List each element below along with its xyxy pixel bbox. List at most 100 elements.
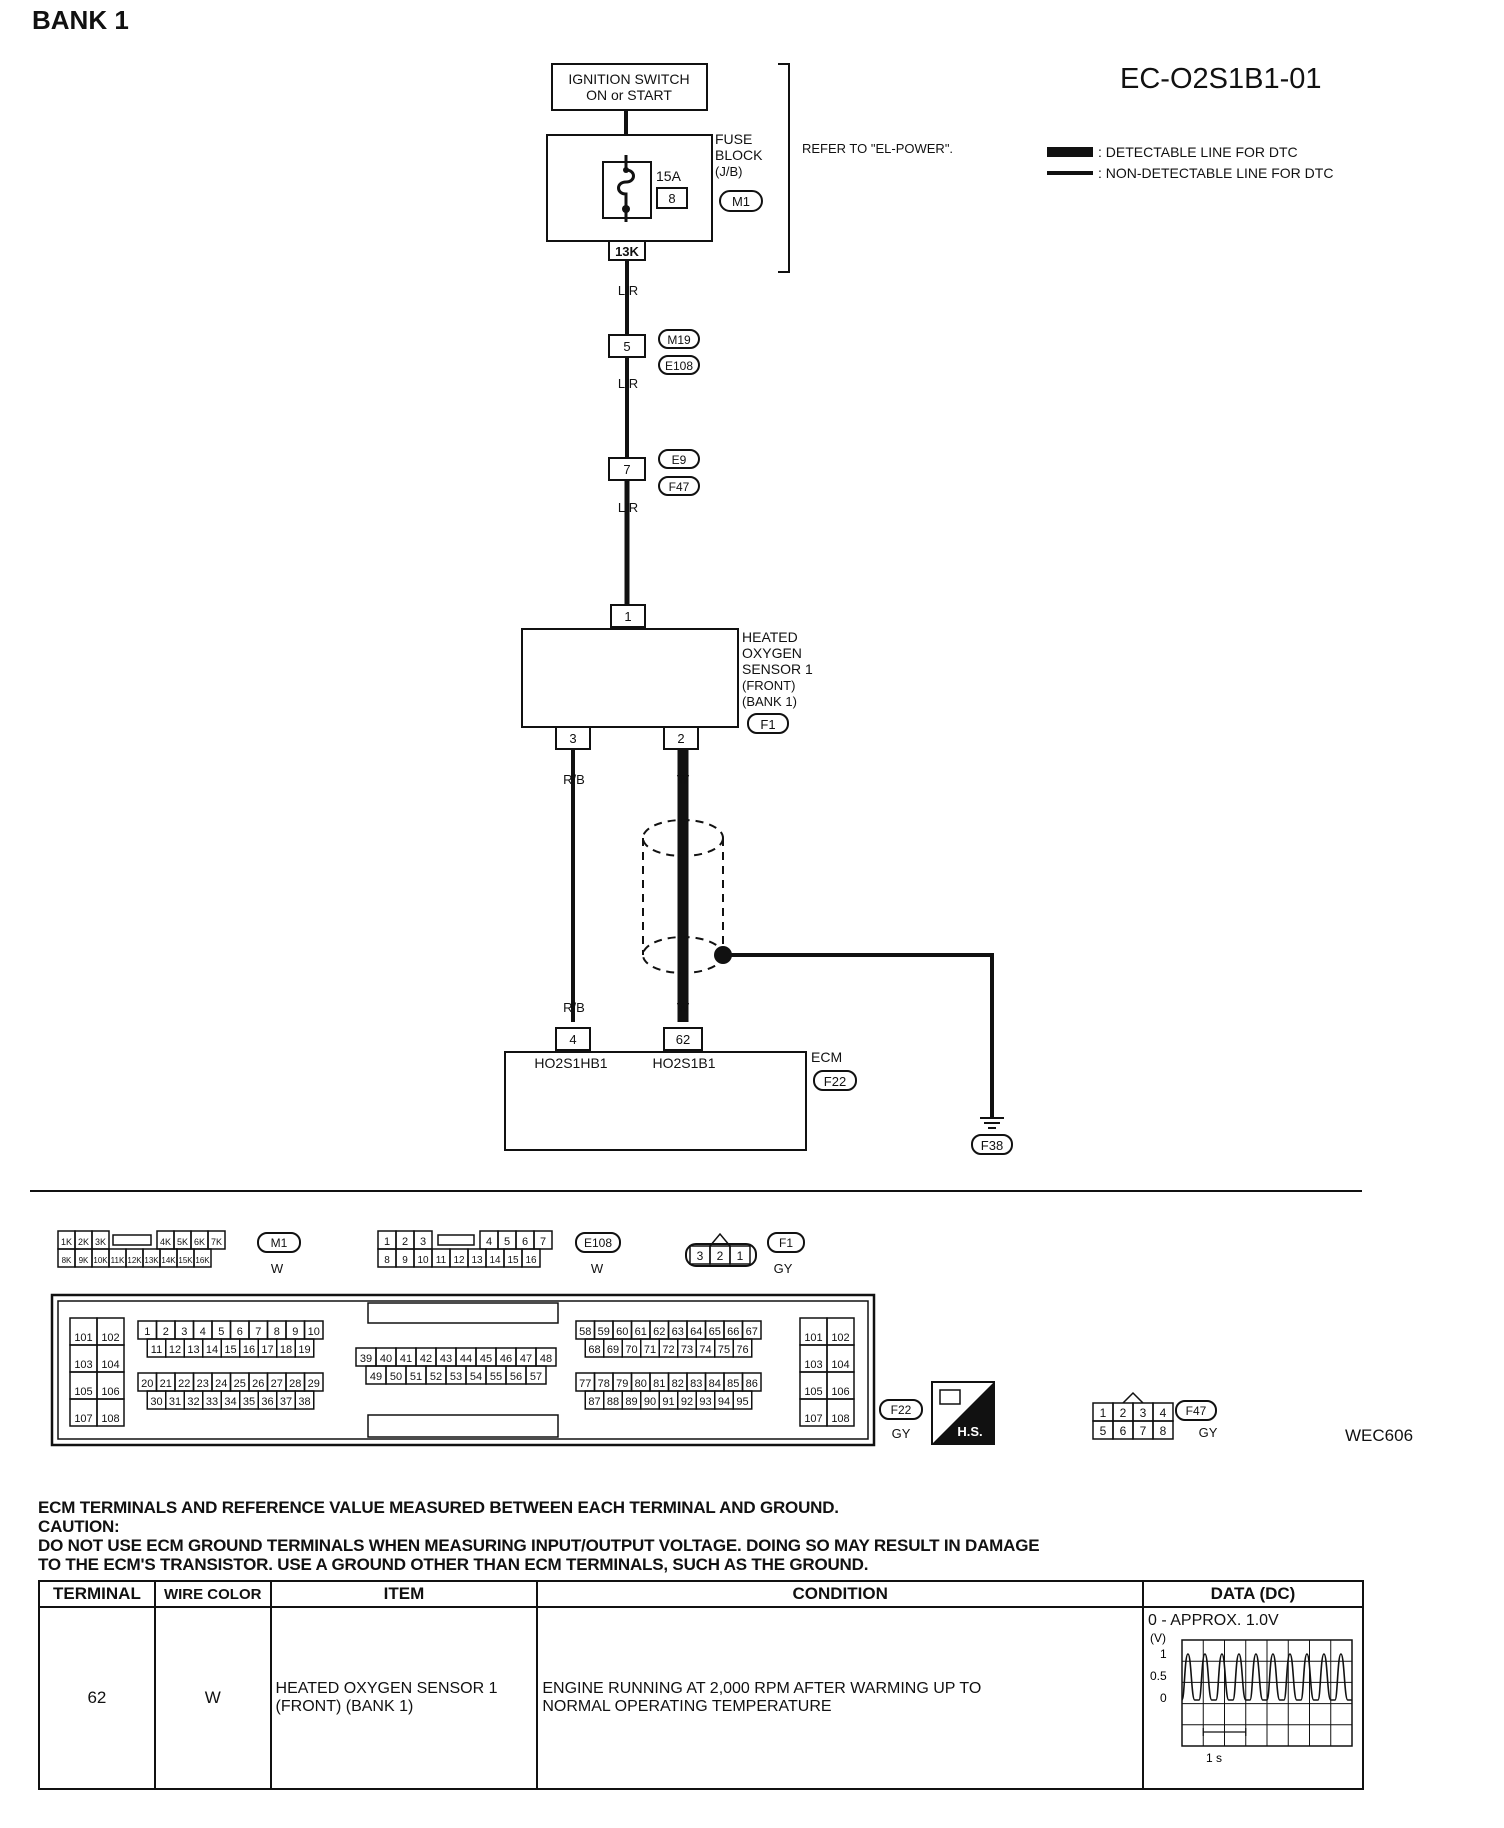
ecm-reference-table: TERMINAL WIRE COLOR ITEM CONDITION DATA … xyxy=(38,1580,1364,1790)
f22-pin-label: 75 xyxy=(718,1344,730,1356)
f22-pin-label: 74 xyxy=(699,1344,711,1356)
ecm-wire-right-label: W xyxy=(677,1000,690,1015)
f22-pin-label: 103 xyxy=(74,1359,92,1371)
heated-oxygen-sensor: 1 HEATED OXYGEN SENSOR 1 (FRONT) (BANK 1… xyxy=(521,604,813,750)
f1-color: GY xyxy=(774,1261,793,1276)
f22-pin-label: 102 xyxy=(101,1332,119,1344)
header-data: DATA (DC) xyxy=(1142,1580,1364,1608)
f22-pin-label: 101 xyxy=(74,1332,92,1344)
sensor-wire-left-label: R/B xyxy=(563,772,585,787)
legend-non-detectable-label: : NON-DETECTABLE LINE FOR DTC xyxy=(1098,165,1333,181)
legend-non-detectable-swatch xyxy=(1047,171,1093,175)
f22-pin-label: 18 xyxy=(280,1344,292,1356)
f22-pin-label: 22 xyxy=(178,1378,190,1390)
f22-pin-label: 107 xyxy=(74,1413,92,1425)
f22-pin-cell xyxy=(294,1338,315,1358)
f47-pin-label: 8 xyxy=(1160,1424,1167,1438)
sensor-label-5: (BANK 1) xyxy=(742,694,797,709)
f22-pin-label: 72 xyxy=(662,1344,674,1356)
header-wire-color: WIRE COLOR xyxy=(153,1580,272,1608)
table-row: 62 W HEATED OXYGEN SENSOR 1 (FRONT) (BAN… xyxy=(38,1606,1364,1790)
f22-pin-label: 77 xyxy=(579,1378,591,1390)
f22-pin-label: 13 xyxy=(187,1344,199,1356)
f22-pin-label: 62 xyxy=(653,1326,665,1338)
header-item: ITEM xyxy=(269,1580,539,1608)
f22-pin-label: 84 xyxy=(709,1378,721,1390)
cell-item: HEATED OXYGEN SENSOR 1 (FRONT) (BANK 1) xyxy=(269,1606,539,1790)
fuse-label-1: FUSE xyxy=(715,131,752,147)
f1-connector-pill xyxy=(767,1232,805,1253)
fuse-label-3: (J/B) xyxy=(715,164,742,179)
sensor-label-4: (FRONT) xyxy=(742,678,795,693)
wire-color-label-3: L/R xyxy=(618,500,638,515)
f22-pin-label: 19 xyxy=(298,1344,310,1356)
f22-pin-label: 55 xyxy=(490,1371,502,1383)
junction-connector-e9-f47: 7 E9 F47 xyxy=(608,449,700,496)
f22-color: GY xyxy=(892,1426,911,1441)
junction2-connector-b: F47 xyxy=(669,480,690,494)
f22-pin-label: 4 xyxy=(200,1326,206,1338)
f22-pin-label: 79 xyxy=(616,1378,628,1390)
f22-pin-label: 5 xyxy=(218,1326,224,1338)
wire-color-label-2: L/R xyxy=(618,376,638,391)
data-value: 0 - APPROX. 1.0V xyxy=(1148,1612,1279,1629)
f22-pin-label: 108 xyxy=(101,1413,119,1425)
e108-color: W xyxy=(591,1261,604,1276)
ground-icon xyxy=(980,1117,1004,1129)
ecm-terminal-name-left: HO2S1HB1 xyxy=(534,1055,607,1071)
f22-pin-label: 3 xyxy=(181,1326,187,1338)
f22-pin-label: 50 xyxy=(390,1371,402,1383)
f22-pin-label: 81 xyxy=(653,1378,665,1390)
junction2-connector-a: E9 xyxy=(672,453,687,467)
f47-connector-id: F47 xyxy=(1186,1404,1207,1418)
f47-pin-label: 6 xyxy=(1120,1424,1127,1438)
scope-tick-0: 0 xyxy=(1160,1691,1167,1705)
f22-pin-label: 80 xyxy=(635,1378,647,1390)
f22-pin-label: 32 xyxy=(187,1396,199,1408)
f22-pin-label: 38 xyxy=(298,1396,310,1408)
f47-pin-label: 1 xyxy=(1100,1406,1107,1420)
bank-title: BANK 1 xyxy=(32,5,129,35)
f22-pin-label: 27 xyxy=(271,1378,283,1390)
f22-pin-label: 20 xyxy=(141,1378,153,1390)
f22-pin-label: 88 xyxy=(607,1396,619,1408)
f22-pin-label: 70 xyxy=(625,1344,637,1356)
ecm-label: ECM xyxy=(811,1049,842,1065)
f22-pin-label: 58 xyxy=(579,1326,591,1338)
f22-pin-cell xyxy=(96,1398,125,1427)
f22-pin-label: 33 xyxy=(206,1396,218,1408)
f22-pin-label: 56 xyxy=(510,1371,522,1383)
cell-data: 0 - APPROX. 1.0V (V) 1 0.5 0 1 s xyxy=(1142,1606,1364,1790)
f22-pin-label: 54 xyxy=(470,1371,482,1383)
wire-color-label: L/R xyxy=(618,283,638,298)
f22-pin-label: 59 xyxy=(598,1326,610,1338)
f22-pin-label: 29 xyxy=(308,1378,320,1390)
f47-pin-label: 4 xyxy=(1160,1406,1167,1420)
e108-pin-label: 10 xyxy=(417,1255,429,1266)
m1-pin-label: 9K xyxy=(79,1256,89,1265)
note-line-1: ECM TERMINALS AND REFERENCE VALUE MEASUR… xyxy=(38,1498,839,1517)
f22-pin-label: 16 xyxy=(243,1344,255,1356)
cell-condition: ENGINE RUNNING AT 2,000 RPM AFTER WARMIN… xyxy=(536,1606,1144,1790)
f22-pin-label: 12 xyxy=(169,1344,181,1356)
note-line-4: TO THE ECM'S TRANSISTOR. USE A GROUND OT… xyxy=(38,1555,869,1574)
ecm-pin-left: 4 xyxy=(569,1032,576,1047)
ecm-terminal-name-right: HO2S1B1 xyxy=(652,1055,715,1071)
f22-pin-label: 47 xyxy=(520,1353,532,1365)
f22-pin-label: 31 xyxy=(169,1396,181,1408)
cell-terminal: 62 xyxy=(38,1606,156,1790)
m1-pin-label: 15K xyxy=(178,1256,193,1265)
e108-pin-label: 16 xyxy=(525,1255,537,1266)
f22-pin-label: 17 xyxy=(261,1344,273,1356)
f22-pin-label: 76 xyxy=(736,1344,748,1356)
f22-pin-label: 51 xyxy=(410,1371,422,1383)
e108-pin-label: 9 xyxy=(402,1255,408,1266)
f22-pin-label: 68 xyxy=(588,1344,600,1356)
m1-pin-label: 3K xyxy=(95,1237,106,1247)
f22-pin-label: 21 xyxy=(160,1378,172,1390)
f47-pin-label: 7 xyxy=(1140,1424,1147,1438)
f22-pin-label: 52 xyxy=(430,1371,442,1383)
m1-pin-cell xyxy=(207,1230,226,1250)
m1-pin-label: 10K xyxy=(93,1256,108,1265)
fuse-rating: 15A xyxy=(656,168,682,184)
